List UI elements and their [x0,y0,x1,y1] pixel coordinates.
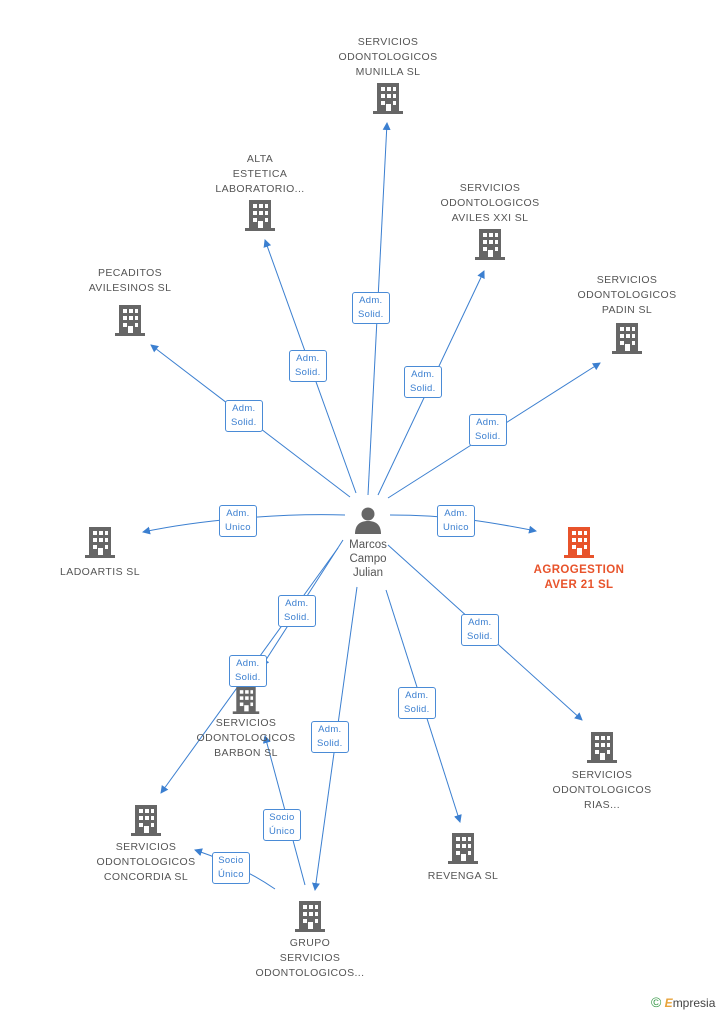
building-icon [448,833,478,864]
person-name: Marcos Campo Julian [349,539,387,579]
building-icon [587,732,617,763]
company-name: SERVICIOS ODONTOLOGICOS BARBON SL [196,717,296,759]
relation-badge-munilla[interactable]: Adm. Solid. [352,292,390,324]
relation-badge-alta[interactable]: Adm. Solid. [289,350,327,382]
building-icon [564,527,594,558]
brand-name: mpresia [672,996,716,1010]
building-icon [475,229,505,260]
company-node-barbon[interactable]: SERVICIOS ODONTOLOGICOS BARBON SL [171,684,321,761]
company-node-ladoartis[interactable]: LADOARTIS SL [25,524,175,580]
company-node-agrogestion[interactable]: AGROGESTION AVER 21 SL [504,524,654,593]
relation-badge-barbon-2[interactable]: Adm. Solid. [229,655,267,687]
person-icon [355,507,381,534]
building-icon [232,686,260,714]
building-icon [115,305,145,336]
company-name: SERVICIOS ODONTOLOGICOS AVILES XXI SL [440,182,540,224]
company-node-alta[interactable]: ALTA ESTETICA LABORATORIO... [185,152,335,231]
company-name: PECADITOS AVILESINOS SL [88,267,172,294]
company-node-revenga[interactable]: REVENGA SL [388,830,538,884]
relation-badge-pecaditos[interactable]: Adm. Solid. [225,400,263,432]
building-icon [131,805,161,836]
company-node-concordia[interactable]: SERVICIOS ODONTOLOGICOS CONCORDIA SL [71,802,221,885]
company-name: SERVICIOS ODONTOLOGICOS CONCORDIA SL [96,841,196,883]
brand-initial: E [664,996,673,1010]
relation-badge-grupo-concordia[interactable]: Socio Único [212,852,250,884]
company-node-munilla[interactable]: SERVICIOS ODONTOLOGICOS MUNILLA SL [313,35,463,114]
relation-badge-rias[interactable]: Adm. Solid. [461,614,499,646]
relation-badge-revenga[interactable]: Adm. Solid. [398,687,436,719]
company-name: REVENGA SL [427,870,499,882]
brand-watermark: © Empresia [651,994,715,1010]
company-name: AGROGESTION AVER 21 SL [533,564,625,591]
company-node-aviles[interactable]: SERVICIOS ODONTOLOGICOS AVILES XXI SL [415,181,565,260]
person-node[interactable]: Marcos Campo Julian [333,505,403,580]
relation-badge-grupo[interactable]: Adm. Solid. [311,721,349,753]
company-name: GRUPO SERVICIOS ODONTOLOGICOS... [255,937,365,979]
building-icon [85,527,115,558]
company-node-pecaditos[interactable]: PECADITOS AVILESINOS SL [55,266,205,336]
relation-badge-grupo-barbon[interactable]: Socio Único [263,809,301,841]
building-icon [295,901,325,932]
building-icon [612,323,642,354]
company-name: SERVICIOS ODONTOLOGICOS PADIN SL [577,274,677,316]
relation-badge-ladoartis[interactable]: Adm. Unico [219,505,257,537]
company-node-padin[interactable]: SERVICIOS ODONTOLOGICOS PADIN SL [552,273,702,354]
copyright-symbol: © [651,994,662,1010]
company-node-grupo[interactable]: GRUPO SERVICIOS ODONTOLOGICOS... [235,898,385,981]
company-name: SERVICIOS ODONTOLOGICOS MUNILLA SL [338,36,438,78]
relation-badge-padin[interactable]: Adm. Solid. [469,414,507,446]
relation-badge-barbon-1[interactable]: Adm. Solid. [278,595,316,627]
company-name: ALTA ESTETICA LABORATORIO... [215,153,305,195]
relation-badge-aviles[interactable]: Adm. Solid. [404,366,442,398]
building-icon [373,83,403,114]
relation-badge-agrogestion[interactable]: Adm. Unico [437,505,475,537]
company-name: SERVICIOS ODONTOLOGICOS RIAS... [552,769,652,811]
building-icon [245,200,275,231]
company-node-rias[interactable]: SERVICIOS ODONTOLOGICOS RIAS... [527,729,677,813]
company-name: LADOARTIS SL [60,566,140,578]
